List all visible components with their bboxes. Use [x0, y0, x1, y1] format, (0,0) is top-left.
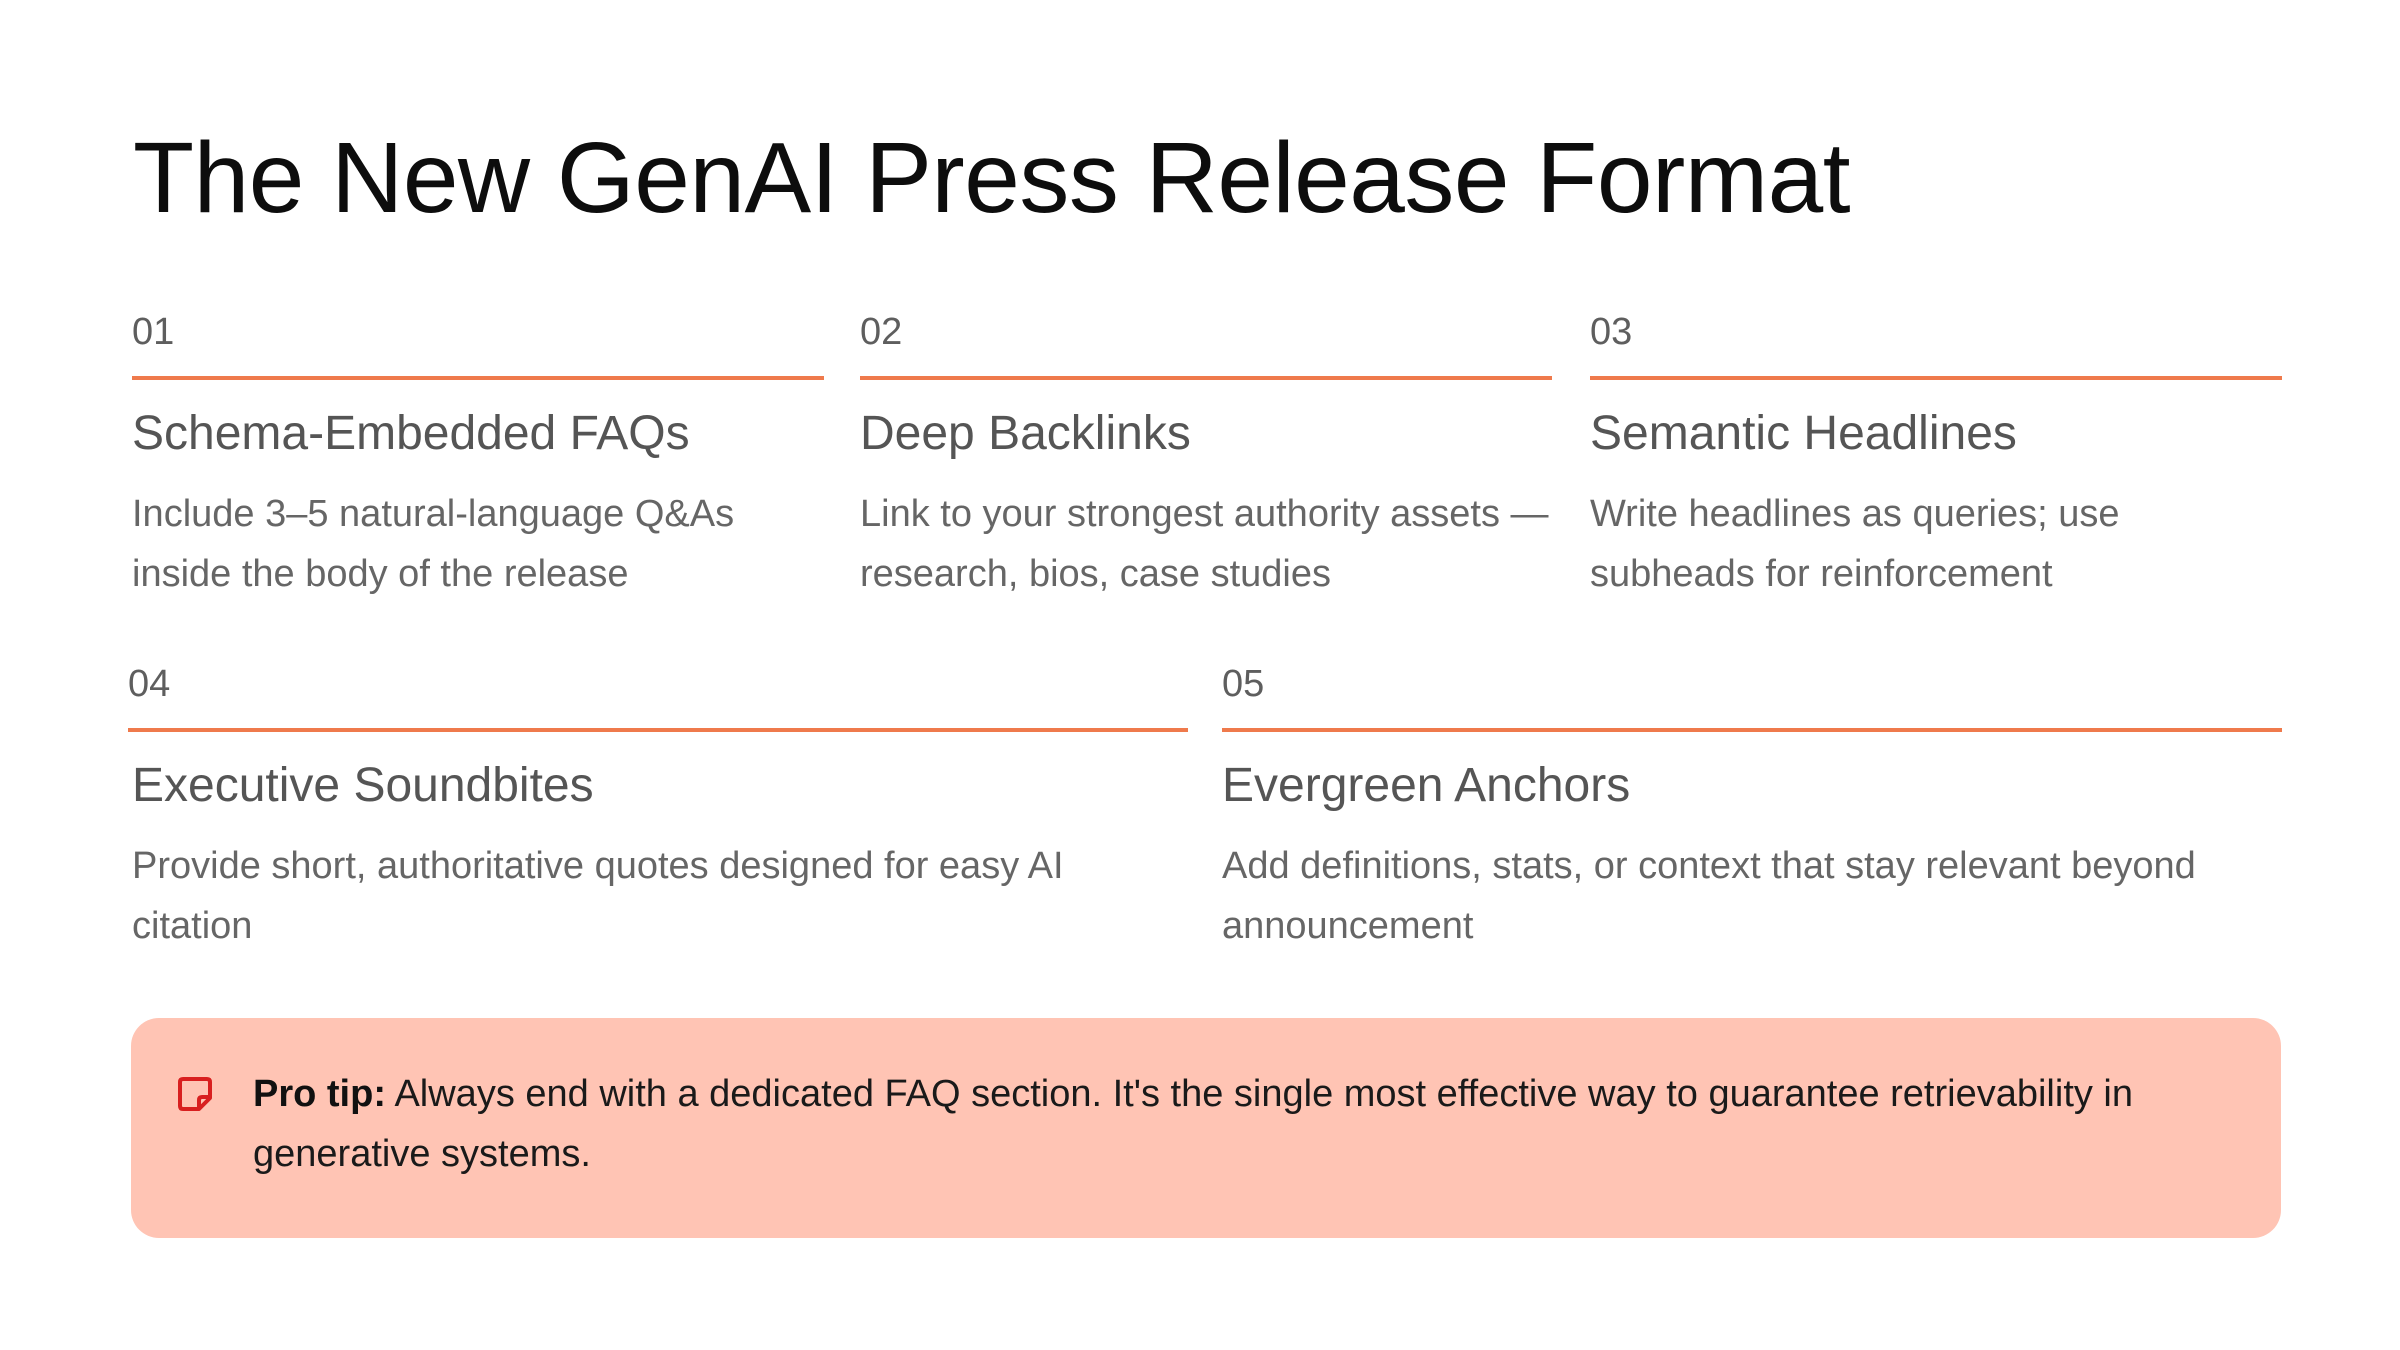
step-divider — [128, 728, 1188, 732]
pro-tip-body: Always end with a dedicated FAQ section.… — [253, 1073, 2134, 1175]
step-description: Include 3–5 natural-language Q&As inside… — [132, 493, 735, 595]
page-title: The New GenAI Press Release Format — [133, 122, 1850, 234]
pro-tip-callout: Pro tip: Always end with a dedicated FAQ… — [131, 1018, 2281, 1238]
step-card-deep-backlinks: 02 Deep Backlinks Link to your strongest… — [860, 310, 1552, 604]
step-description: Provide short, authoritative quotes desi… — [132, 845, 1064, 947]
pro-tip-text: Pro tip: Always end with a dedicated FAQ… — [253, 1064, 2233, 1184]
step-divider — [1222, 728, 2282, 732]
step-heading: Schema-Embedded FAQs — [132, 407, 690, 460]
step-divider — [132, 376, 824, 380]
step-card-semantic-headlines: 03 Semantic Headlines Write headlines as… — [1590, 310, 2282, 604]
step-description: Add definitions, stats, or context that … — [1222, 845, 2196, 947]
step-card-evergreen-anchors: 05 Evergreen Anchors Add definitions, st… — [1222, 662, 2282, 956]
step-description: Link to your strongest authority assets … — [860, 493, 1549, 595]
pro-tip-label: Pro tip: — [253, 1073, 386, 1115]
step-heading: Deep Backlinks — [860, 407, 1191, 460]
step-card-schema-faqs: 01 Schema-Embedded FAQs Include 3–5 natu… — [132, 310, 824, 604]
step-divider — [860, 376, 1552, 380]
step-heading: Evergreen Anchors — [1222, 759, 1631, 812]
step-card-executive-soundbites: 04 Executive Soundbites Provide short, a… — [128, 662, 1188, 956]
step-heading: Semantic Headlines — [1590, 407, 2017, 460]
step-description: Write headlines as queries; use subheads… — [1590, 493, 2120, 595]
step-number: 05 — [1222, 663, 1265, 705]
sticky-note-icon — [175, 1074, 215, 1114]
step-number: 04 — [128, 663, 171, 705]
step-heading: Executive Soundbites — [132, 759, 594, 812]
step-divider — [1590, 376, 2282, 380]
step-number: 01 — [132, 311, 175, 353]
step-number: 02 — [860, 311, 903, 353]
step-number: 03 — [1590, 311, 1633, 353]
